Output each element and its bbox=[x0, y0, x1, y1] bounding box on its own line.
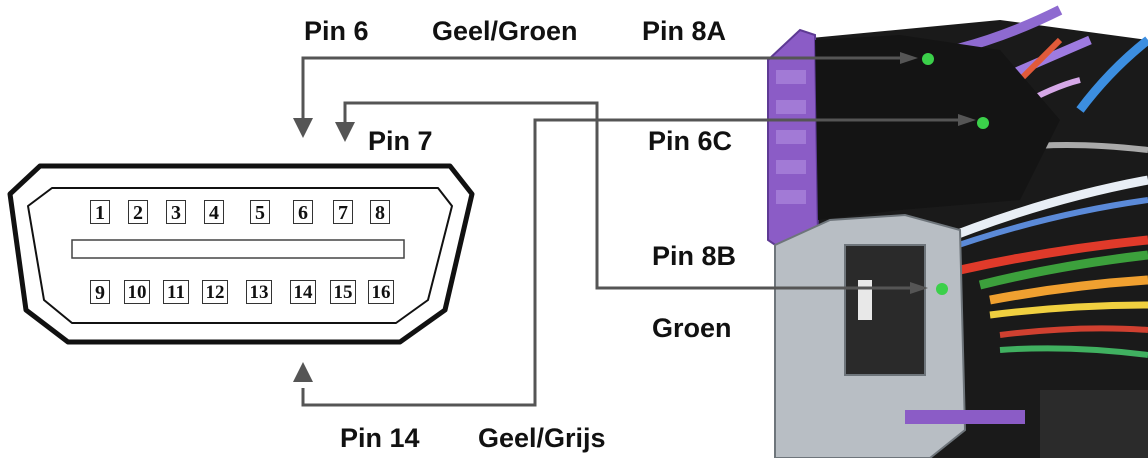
vehicle-connector-image bbox=[767, 5, 1148, 458]
label-geel-grijs: Geel/Grijs bbox=[478, 423, 606, 453]
wire-lines bbox=[301, 56, 958, 407]
label-pin-8a: Pin 8A bbox=[642, 16, 727, 46]
obd-pin-4: 4 bbox=[204, 200, 224, 224]
label-pin-14: Pin 14 bbox=[340, 423, 420, 453]
obd-pin-7: 7 bbox=[333, 200, 353, 224]
obd-pin-16: 16 bbox=[368, 280, 394, 304]
label-geel-groen: Geel/Groen bbox=[432, 16, 578, 46]
obd-pin-11: 11 bbox=[163, 280, 189, 304]
wire-pin7-to-pin8b bbox=[343, 101, 910, 290]
arrow-right-pin6c bbox=[958, 114, 976, 126]
arrow-right-pin8a bbox=[900, 52, 918, 64]
label-pin-6: Pin 6 bbox=[304, 16, 369, 46]
obd-pin-10: 10 bbox=[124, 280, 150, 304]
obd-pin-3: 3 bbox=[166, 200, 186, 224]
obd-pin-14: 14 bbox=[290, 280, 316, 304]
obd-pin-6: 6 bbox=[293, 200, 313, 224]
label-pin-8b: Pin 8B bbox=[652, 241, 737, 271]
obd-pin-9: 9 bbox=[90, 280, 110, 304]
obd-pin-15: 15 bbox=[330, 280, 356, 304]
wire-pin14-to-pin6c bbox=[301, 118, 958, 407]
arrow-up-pin14 bbox=[293, 362, 313, 382]
obd-pin-12: 12 bbox=[202, 280, 228, 304]
obd-pin-5: 5 bbox=[250, 200, 270, 224]
obd-separator-bar bbox=[71, 239, 405, 259]
obd2-connector bbox=[7, 163, 475, 345]
label-pin-6c: Pin 6C bbox=[648, 126, 733, 156]
wire-pin6-to-pin8a bbox=[301, 56, 900, 118]
obd-pin-2: 2 bbox=[128, 200, 148, 224]
arrow-down-pin6 bbox=[293, 118, 313, 138]
label-pin-7: Pin 7 bbox=[368, 126, 433, 156]
obd-pin-13: 13 bbox=[246, 280, 272, 304]
obd-pin-1: 1 bbox=[90, 200, 110, 224]
arrow-down-pin7 bbox=[335, 122, 355, 142]
arrow-right-pin8b bbox=[910, 282, 928, 294]
obd-pin-8: 8 bbox=[370, 200, 390, 224]
wire-arrows bbox=[293, 52, 976, 382]
label-groen: Groen bbox=[652, 313, 732, 343]
